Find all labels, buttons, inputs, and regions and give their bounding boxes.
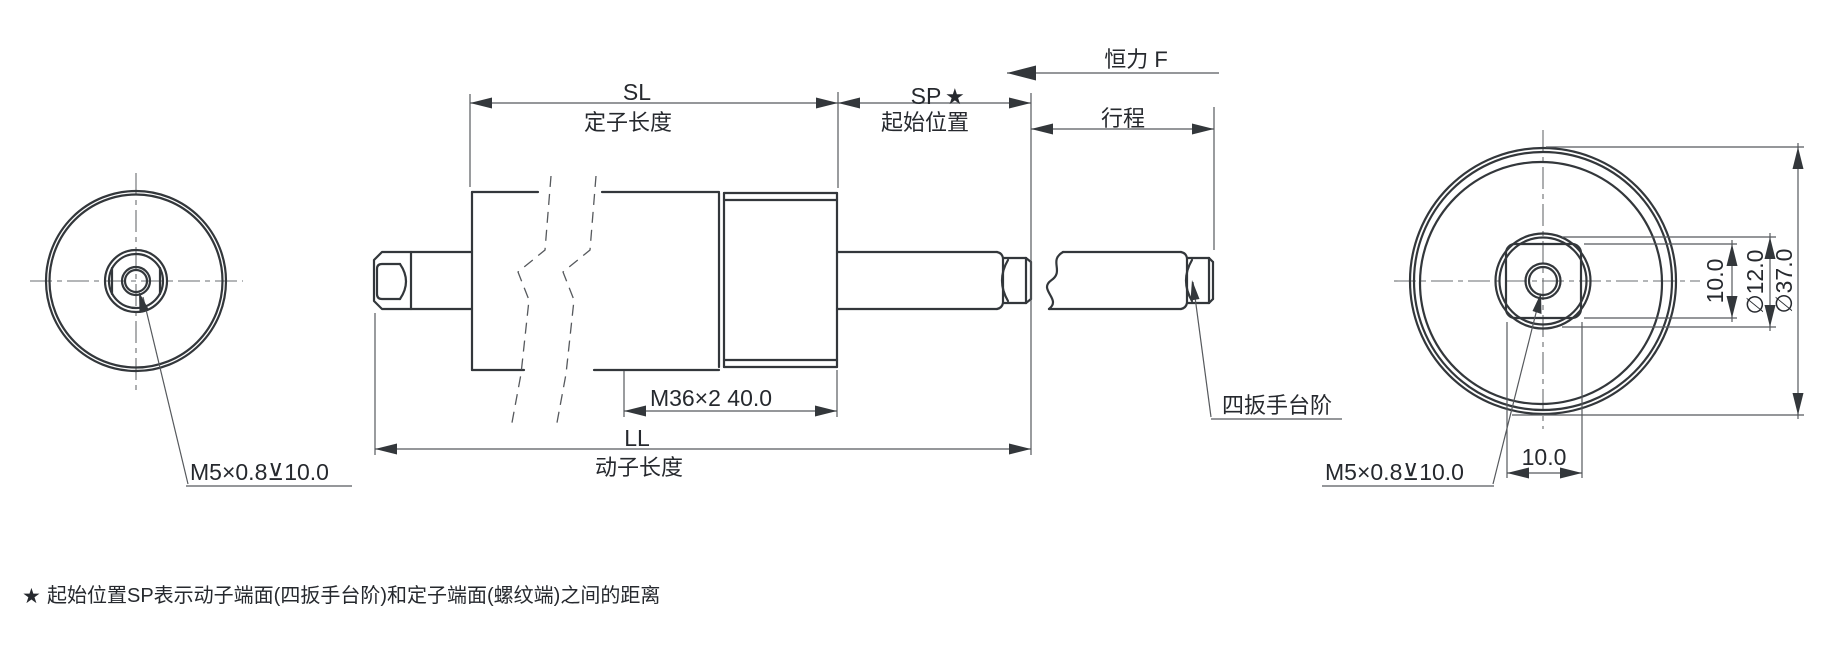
- outer-diameter-label: ∅37.0: [1771, 249, 1797, 314]
- mover-left-wrench-end: [372, 250, 413, 311]
- sp-name-label: 起始位置: [881, 110, 969, 135]
- left-end-view: M5×0.8⊻10.0: [30, 173, 352, 487]
- right-end-view: M5×0.8⊻10.0 10.0 10.0 ∅12.0: [1322, 130, 1804, 487]
- thread-spec-label: M36×2 40.0: [650, 385, 772, 411]
- dim-flat-height: 10.0: [1584, 240, 1738, 322]
- dim-arrow-icon: [1764, 305, 1776, 327]
- dim-ll-mover-length: LL 动子长度: [375, 425, 1031, 480]
- dim-arrow-icon: [624, 405, 646, 417]
- right-tap-label: M5×0.8⊻10.0: [1325, 459, 1464, 485]
- dim-boss-diameter: ∅12.0: [1562, 233, 1776, 331]
- right-view-tap-callout: M5×0.8⊻10.0: [1322, 293, 1542, 487]
- footnote-star-icon: ★: [22, 585, 41, 608]
- dim-arrow-icon: [1009, 443, 1031, 455]
- dim-arrow-icon: [1726, 296, 1738, 318]
- left-view-tap-callout: M5×0.8⊻10.0: [139, 292, 352, 487]
- dim-arrow-icon: [470, 97, 492, 109]
- left-view-centerlines: [30, 173, 243, 390]
- stator-body: [470, 175, 721, 429]
- dim-arrow-icon: [1192, 123, 1214, 135]
- dim-arrow-icon: [838, 97, 860, 109]
- dim-constant-force: 恒力 F: [1007, 47, 1219, 81]
- force-arrow-icon: [1007, 65, 1036, 81]
- dim-arrow-icon: [1764, 237, 1776, 259]
- footnote-text: 起始位置SP表示动子端面(四扳手台阶)和定子端面(螺纹端)之间的距离: [47, 584, 660, 607]
- flat-width-label: 10.0: [1522, 444, 1567, 470]
- dim-arrow-icon: [816, 97, 838, 109]
- extension-lines: [374, 92, 1215, 455]
- leader-arrow-icon: [1190, 280, 1200, 301]
- boss-diameter-label: ∅12.0: [1742, 250, 1768, 315]
- footnote: ★ 起始位置SP表示动子端面(四扳手台阶)和定子端面(螺纹端)之间的距离: [22, 584, 660, 608]
- dim-arrow-icon: [1507, 467, 1529, 479]
- mover-left-shaft: [409, 250, 474, 311]
- dim-arrow-icon: [1792, 393, 1804, 415]
- dim-arrow-icon: [1726, 244, 1738, 266]
- dim-thread-m36: M36×2 40.0: [624, 385, 837, 417]
- dim-arrow-icon: [375, 443, 397, 455]
- leader-arrow-icon: [139, 292, 149, 313]
- left-view-body-circles: [44, 189, 228, 373]
- sp-star-icon: ★: [945, 84, 965, 109]
- right-view-centerlines: [1394, 130, 1700, 429]
- dim-arrow-icon: [815, 405, 837, 417]
- mover-right-shaft: [835, 250, 1005, 311]
- force-label: 恒力 F: [1104, 47, 1168, 72]
- wrench-step-callout: 四扳手台阶: [1190, 280, 1342, 420]
- mover-stroke-segment: [1045, 250, 1215, 311]
- dim-arrow-icon: [1560, 467, 1582, 479]
- mover-right-wrench-step: [1000, 256, 1033, 305]
- dim-arrow-icon: [1792, 147, 1804, 169]
- dim-flat-width: 10.0: [1506, 322, 1583, 479]
- dim-arrow-icon: [1009, 97, 1031, 109]
- break-line-right: [555, 175, 597, 429]
- middle-section-view: SL 定子长度 SP ★ 起始位置 恒力 F 行程: [372, 47, 1342, 480]
- ll-name-label: 动子长度: [595, 455, 683, 480]
- dim-arrow-icon: [1031, 123, 1053, 135]
- right-view-body-circles: [1408, 146, 1678, 416]
- sl-name-label: 定子长度: [584, 110, 672, 135]
- left-tap-label: M5×0.8⊻10.0: [190, 459, 329, 485]
- break-line-left: [510, 175, 552, 429]
- sl-code-label: SL: [623, 79, 651, 105]
- leader-arrow-icon: [1532, 293, 1542, 314]
- wrench-step-label: 四扳手台阶: [1222, 393, 1332, 418]
- ll-code-label: LL: [624, 425, 650, 451]
- stroke-label: 行程: [1101, 106, 1145, 131]
- sp-code-label: SP: [911, 83, 942, 109]
- dim-stroke: 行程: [1031, 106, 1214, 135]
- stator-threaded-end: [717, 191, 839, 369]
- dim-outer-diameter: ∅37.0: [1512, 143, 1804, 419]
- dim-sl-stator-length: SL 定子长度: [470, 79, 838, 135]
- flat-height-label: 10.0: [1702, 259, 1728, 304]
- dim-sp-start-position: SP ★ 起始位置: [838, 83, 1031, 135]
- wrench-flats-square: [1504, 242, 1583, 320]
